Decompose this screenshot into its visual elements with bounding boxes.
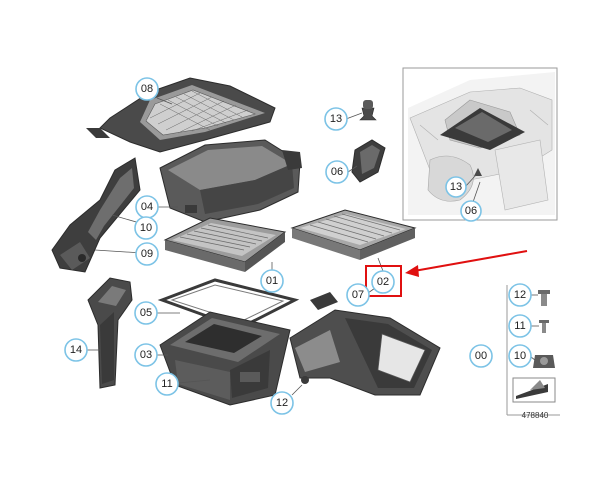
part-02-filter bbox=[290, 209, 417, 260]
svg-text:12: 12 bbox=[276, 397, 288, 409]
svg-text:14: 14 bbox=[70, 344, 82, 356]
callout-00: 00 bbox=[469, 344, 493, 368]
part-14-duct bbox=[87, 277, 133, 389]
callout-13: 13 bbox=[324, 107, 348, 131]
highlight-arrow bbox=[405, 250, 528, 277]
callout-10-left: 10 bbox=[134, 216, 158, 240]
callout-06: 06 bbox=[325, 160, 349, 184]
callout-02: 02 bbox=[371, 270, 395, 294]
svg-text:10: 10 bbox=[140, 222, 152, 234]
part-09-bracket bbox=[51, 157, 141, 273]
callout-08: 08 bbox=[135, 77, 159, 101]
callout-07: 07 bbox=[346, 283, 370, 307]
svg-text:11: 11 bbox=[514, 320, 525, 332]
svg-text:05: 05 bbox=[140, 307, 152, 319]
highlight-box bbox=[365, 265, 402, 297]
callout-05: 05 bbox=[134, 301, 158, 325]
svg-text:00: 00 bbox=[475, 350, 487, 362]
svg-text:09: 09 bbox=[141, 248, 153, 260]
callout-03: 03 bbox=[134, 343, 158, 367]
part-13-clip bbox=[359, 100, 377, 121]
svg-text:07: 07 bbox=[352, 289, 364, 301]
svg-text:12: 12 bbox=[514, 289, 526, 301]
part-01-filter bbox=[163, 217, 287, 272]
callout-legend-12: 12 bbox=[508, 283, 532, 307]
fastener-legend bbox=[506, 285, 560, 416]
callout-inset-13: 13 bbox=[445, 176, 467, 198]
svg-text:13: 13 bbox=[450, 181, 462, 193]
part-06-bracket bbox=[351, 139, 386, 183]
inset-vehicle-view bbox=[402, 67, 558, 221]
callout-04: 04 bbox=[135, 195, 159, 219]
part-04-lid bbox=[159, 139, 302, 223]
svg-text:01: 01 bbox=[266, 275, 278, 287]
part-08-cover bbox=[86, 77, 276, 153]
callout-11-bottom: 11 bbox=[155, 372, 179, 396]
callout-legend-10: 10 bbox=[508, 344, 532, 368]
part-07-duct bbox=[289, 292, 441, 396]
callout-legend-11: 11 bbox=[508, 314, 532, 338]
document-number: 478840 bbox=[522, 411, 549, 420]
svg-text:08: 08 bbox=[141, 83, 153, 95]
part-03-housing bbox=[159, 311, 291, 406]
svg-text:11: 11 bbox=[161, 378, 172, 390]
leader-lines bbox=[87, 97, 539, 396]
callout-inset-06: 06 bbox=[460, 200, 482, 222]
svg-text:02: 02 bbox=[377, 276, 389, 288]
svg-text:10: 10 bbox=[514, 350, 526, 362]
callout-09: 09 bbox=[135, 242, 159, 266]
svg-text:13: 13 bbox=[330, 113, 342, 125]
callout-12-bottom: 12 bbox=[270, 391, 294, 415]
svg-text:06: 06 bbox=[331, 166, 343, 178]
svg-text:03: 03 bbox=[140, 349, 152, 361]
callout-14: 14 bbox=[64, 338, 88, 362]
callout-01: 01 bbox=[260, 269, 284, 293]
svg-text:06: 06 bbox=[465, 205, 477, 217]
svg-text:04: 04 bbox=[141, 201, 153, 213]
